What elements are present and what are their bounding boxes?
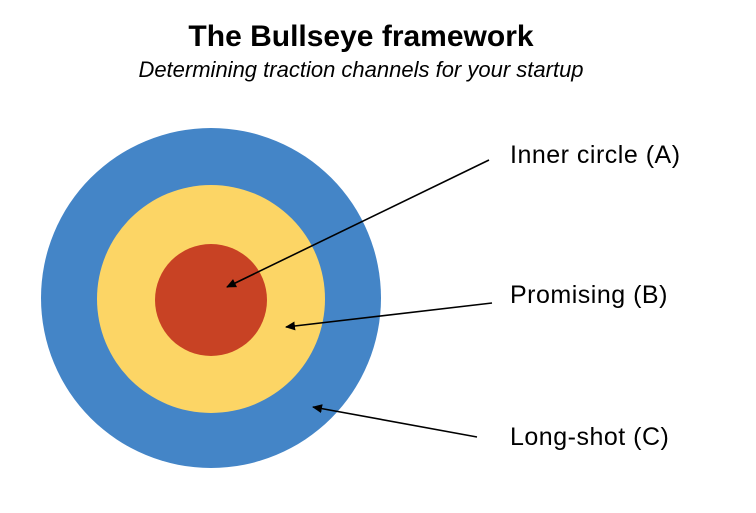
- page-title: The Bullseye framework: [188, 20, 534, 53]
- label-promising: Promising (B): [510, 281, 668, 309]
- arrow-to-inner-circle: [226, 159, 490, 288]
- page-subtitle: Determining traction channels for your s…: [138, 57, 584, 82]
- arrow-to-promising-ring: [285, 302, 493, 331]
- ring-inner-circle: [155, 244, 267, 356]
- label-long-shot: Long-shot (C): [510, 423, 670, 451]
- arrow-to-longshot-ring: [312, 404, 478, 438]
- label-inner-circle: Inner circle (A): [510, 141, 681, 169]
- header: The Bullseye framework Determining tract…: [0, 20, 722, 82]
